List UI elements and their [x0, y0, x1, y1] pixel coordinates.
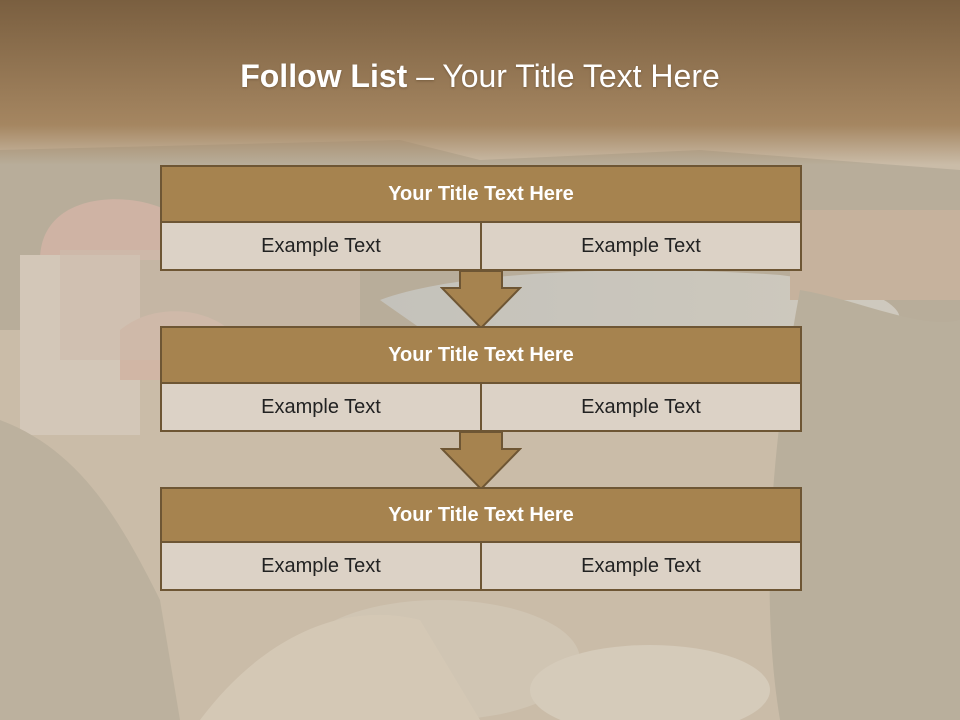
- step-title-1: Your Title Text Here: [160, 165, 802, 223]
- slide-title: Follow List – Your Title Text Here: [0, 54, 960, 98]
- step-block-1: Your Title Text Here Example Text Exampl…: [160, 165, 802, 271]
- step-2-left-cell: Example Text: [160, 382, 482, 432]
- step-block-3: Your Title Text Here Example Text Exampl…: [160, 487, 802, 591]
- down-arrow-icon: [440, 270, 522, 330]
- slide-title-bold: Follow List: [240, 58, 408, 94]
- step-1-left-cell: Example Text: [160, 221, 482, 271]
- step-title-3: Your Title Text Here: [160, 487, 802, 543]
- step-title-2: Your Title Text Here: [160, 326, 802, 384]
- slide-title-rest: – Your Title Text Here: [407, 58, 720, 94]
- step-2-right-cell: Example Text: [480, 382, 802, 432]
- step-1-right-cell: Example Text: [480, 221, 802, 271]
- down-arrow-icon: [440, 431, 522, 491]
- step-block-2: Your Title Text Here Example Text Exampl…: [160, 326, 802, 432]
- step-3-left-cell: Example Text: [160, 541, 482, 591]
- step-3-right-cell: Example Text: [480, 541, 802, 591]
